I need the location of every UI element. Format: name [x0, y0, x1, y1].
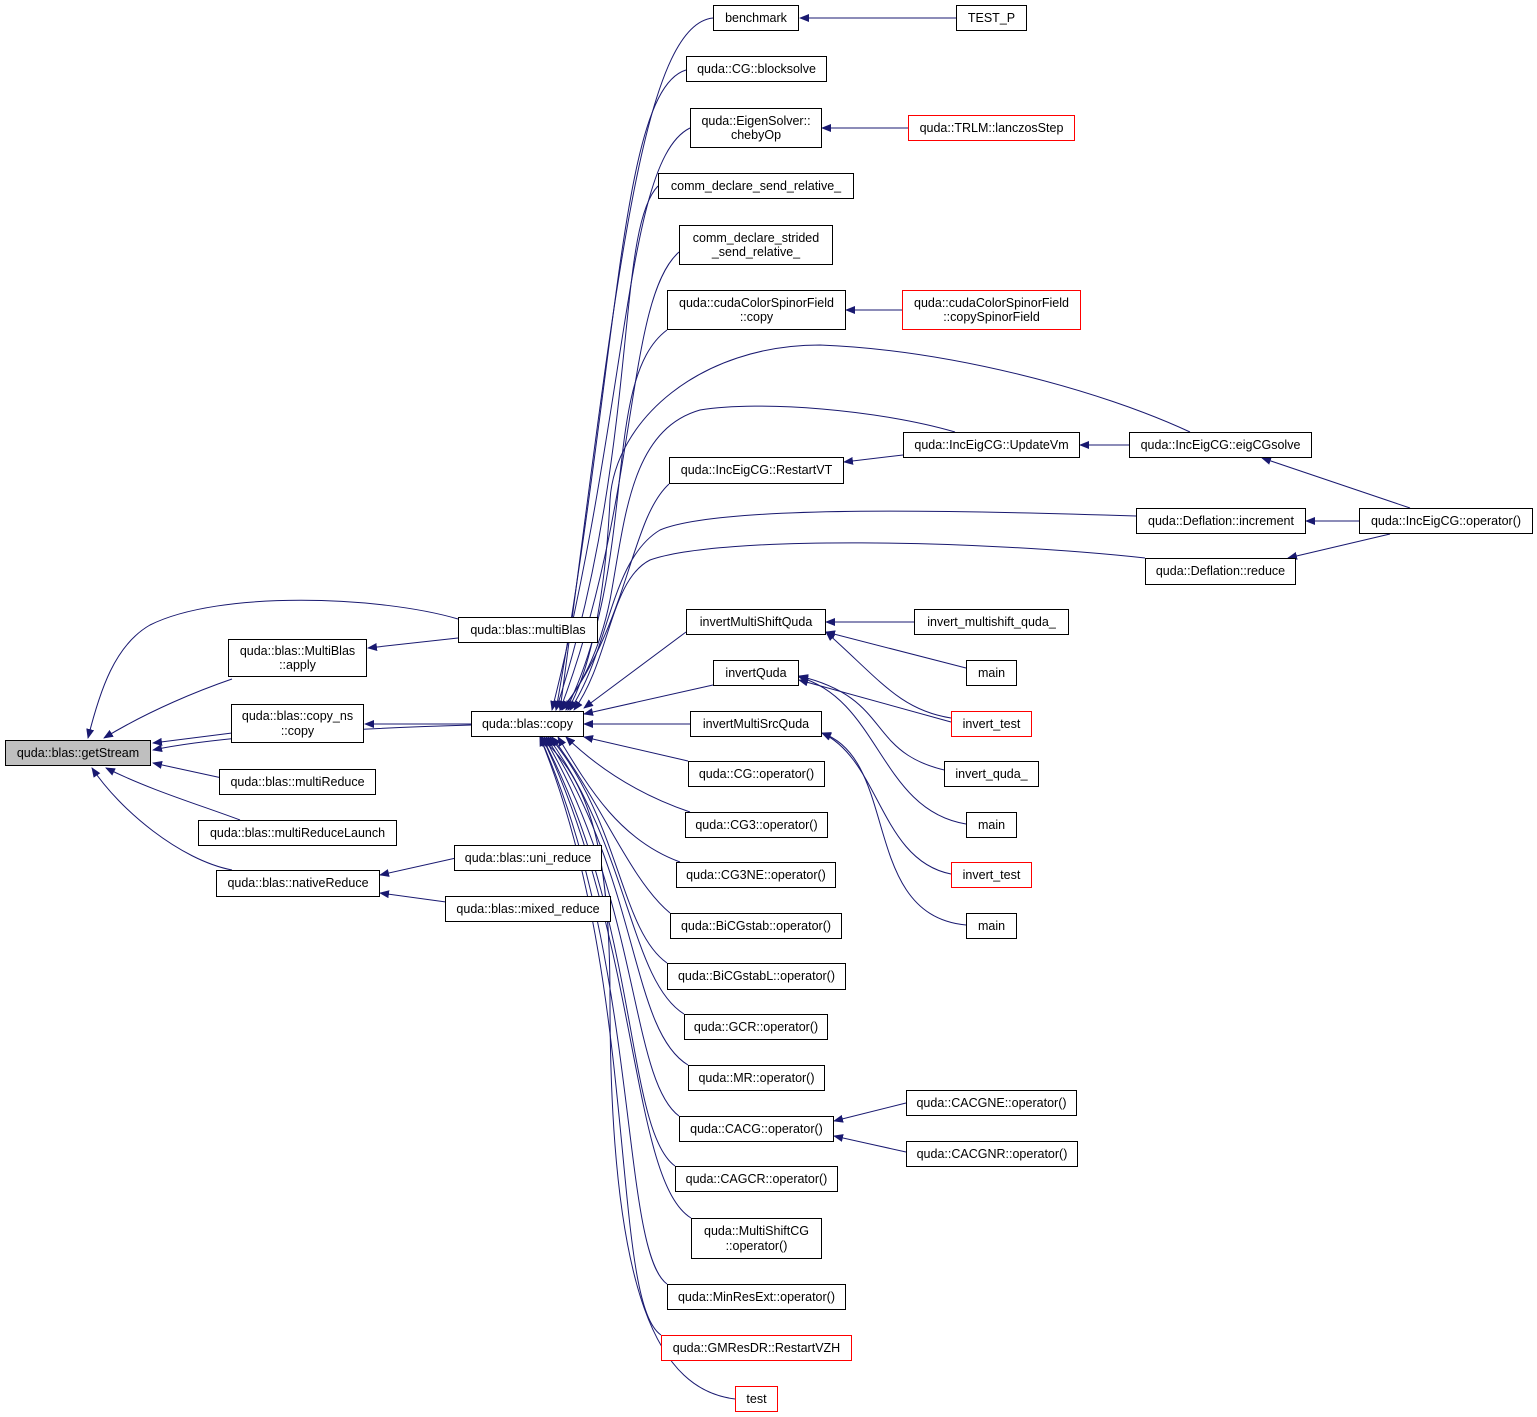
node-quda-blas-getstream: quda::blas::getStream — [5, 740, 151, 766]
edge-cagcrop-blascopy — [541, 736, 676, 1167]
node-quda-inceigcg-restartvt[interactable]: quda::IncEigCG::RestartVT — [669, 457, 844, 484]
node-quda-mr-operator[interactable]: quda::MR::operator() — [688, 1065, 825, 1091]
edge-cacgnrop-cacgop — [833, 1134, 907, 1153]
edge-inceigop-eigcgsolve — [1261, 457, 1411, 509]
edge-multireducelaunch-getstream — [105, 767, 241, 821]
node-quda-eigensolver-chebyop[interactable]: quda::EigenSolver::chebyOp — [690, 108, 822, 148]
edge-nativereduce-getstream — [91, 767, 233, 871]
edge-inverttest2-invertmultisrc — [821, 732, 952, 875]
edge-multiblas-multiblasapply — [367, 637, 459, 651]
node-quda-minresext-operator[interactable]: quda::MinResExt::operator() — [667, 1284, 846, 1310]
edge-invertqudaund-invertquda — [798, 674, 967, 775]
node-invertmultisrcquda[interactable]: invertMultiSrcQuda — [690, 711, 822, 737]
edge-gmresdr-blascopy — [539, 736, 662, 1336]
edge-main1-invertmultishift — [825, 630, 967, 669]
edge-invertmultishift-blascopy — [583, 631, 687, 709]
node-comm-declare-strided-send-relative[interactable]: comm_declare_strided_send_relative_ — [679, 225, 833, 265]
node-quda-bicgstab-operator[interactable]: quda::BiCGstab::operator() — [670, 913, 842, 939]
node-invert-test-2[interactable]: invert_test — [951, 862, 1032, 888]
edge-updatevm-restartvt — [843, 454, 904, 465]
edge-multireduce-getstream — [152, 761, 223, 779]
edge-copyns-getstream — [152, 732, 233, 746]
edge-minresext-blascopy — [539, 736, 668, 1285]
node-quda-cacg-operator[interactable]: quda::CACG::operator() — [679, 1116, 834, 1142]
edge-gcrop-blascopy — [547, 736, 685, 1015]
node-test-p[interactable]: TEST_P — [956, 5, 1027, 31]
node-quda-inceigcg-eigcgsolve[interactable]: quda::IncEigCG::eigCGsolve — [1129, 432, 1312, 458]
node-quda-cacgne-operator[interactable]: quda::CACGNE::operator() — [906, 1090, 1077, 1116]
edge-multiblas-getstream — [86, 599, 459, 739]
node-main-2[interactable]: main — [966, 812, 1017, 838]
node-invert-test-1[interactable]: invert_test — [951, 711, 1032, 737]
edge-benchmark-blascopy — [557, 17, 714, 711]
node-quda-blas-multireducelaunch[interactable]: quda::blas::multiReduceLaunch — [198, 820, 397, 846]
node-quda-blas-multireduce[interactable]: quda::blas::multiReduce — [219, 769, 376, 795]
edge-mrop-blascopy — [545, 736, 689, 1066]
node-quda-cg3-operator[interactable]: quda::CG3::operator() — [685, 812, 828, 838]
node-quda-blas-copy[interactable]: quda::blas::copy — [471, 711, 584, 737]
node-quda-gcr-operator[interactable]: quda::GCR::operator() — [684, 1014, 828, 1040]
node-invertquda[interactable]: invertQuda — [713, 660, 799, 686]
node-main-1[interactable]: main — [966, 660, 1017, 686]
edge-cacgneop-cacgop — [833, 1102, 907, 1123]
node-quda-gmresdr-restartvzh[interactable]: quda::GMResDR::RestartVZH — [661, 1335, 852, 1361]
edge-cgop-blascopy — [583, 735, 689, 762]
node-quda-blas-uni-reduce[interactable]: quda::blas::uni_reduce — [454, 845, 602, 871]
node-main-3[interactable]: main — [966, 913, 1017, 939]
edge-multishiftcg-blascopy — [541, 736, 692, 1219]
edge-deflreduce-blascopy — [573, 542, 1146, 711]
node-quda-cudacolorspinorfield-copy[interactable]: quda::cudaColorSpinorField::copy — [667, 290, 846, 330]
node-quda-cudacolorspinorfield-copyspinorfield[interactable]: quda::cudaColorSpinorField::copySpinorFi… — [902, 290, 1081, 330]
edge-bicgstabop-blascopy — [551, 736, 671, 914]
edge-main2-invertquda — [798, 675, 967, 825]
edge-restartvt-blascopy — [561, 483, 670, 711]
node-quda-blas-multiblas-apply[interactable]: quda::blas::MultiBlas::apply — [228, 639, 367, 677]
node-benchmark[interactable]: benchmark — [713, 5, 799, 31]
node-quda-cg3ne-operator[interactable]: quda::CG3NE::operator() — [676, 862, 836, 888]
node-comm-declare-send-relative[interactable]: comm_declare_send_relative_ — [658, 173, 854, 199]
edge-cudacopy-blascopy — [565, 329, 668, 711]
edge-main3-invertmultisrc — [821, 732, 967, 926]
edge-mixedreduce-nativereduce — [379, 890, 447, 903]
edge-cg3neop-blascopy — [557, 736, 681, 863]
edge-unireduce-nativereduce — [379, 857, 457, 877]
node-quda-blas-multiblas[interactable]: quda::blas::multiBlas — [458, 617, 598, 643]
node-quda-inceigcg-updatevm[interactable]: quda::IncEigCG::UpdateVm — [903, 432, 1080, 458]
edge-inverttest1-invertmultishift — [825, 631, 952, 719]
node-quda-multishiftcg-operator[interactable]: quda::MultiShiftCG::operator() — [691, 1218, 822, 1259]
edge-deflincrement-blascopy — [569, 510, 1137, 711]
edge-invertquda-blascopy — [583, 684, 714, 716]
edge-test-blascopy — [539, 736, 736, 1400]
node-invert-multishift-quda[interactable]: invert_multishift_quda_ — [914, 609, 1069, 635]
edge-cacgop-blascopy — [543, 736, 680, 1117]
edge-inverttest1-invertquda — [798, 678, 952, 723]
node-quda-cacgnr-operator[interactable]: quda::CACGNR::operator() — [906, 1141, 1078, 1167]
node-quda-inceigcg-operator[interactable]: quda::IncEigCG::operator() — [1359, 508, 1533, 534]
edge-multiblasapply-getstream — [103, 678, 233, 739]
node-quda-cagcr-operator[interactable]: quda::CAGCR::operator() — [675, 1166, 838, 1192]
edge-commsendrel-blascopy — [554, 185, 659, 711]
node-test[interactable]: test — [735, 1386, 778, 1412]
node-quda-bicgstabl-operator[interactable]: quda::BiCGstabL::operator() — [667, 963, 846, 990]
node-quda-cg-operator[interactable]: quda::CG::operator() — [688, 761, 825, 787]
node-quda-trlm-lanczosstep[interactable]: quda::TRLM::lanczosStep — [908, 115, 1075, 141]
node-invertmultishiftquda[interactable]: invertMultiShiftQuda — [686, 609, 826, 635]
edge-updatevm-blascopy — [559, 405, 956, 711]
node-quda-blas-copy-ns-copy[interactable]: quda::blas::copy_ns::copy — [231, 704, 364, 743]
node-quda-deflation-increment[interactable]: quda::Deflation::increment — [1136, 508, 1306, 534]
edge-blocksolve-blascopy — [553, 69, 687, 711]
edge-bicgstablop-blascopy — [549, 736, 668, 964]
edge-cg3op-blascopy — [565, 736, 691, 813]
edge-eigcgsolve-blascopy — [567, 344, 1191, 711]
node-quda-deflation-reduce[interactable]: quda::Deflation::reduce — [1145, 558, 1296, 585]
node-quda-blas-nativereduce[interactable]: quda::blas::nativeReduce — [216, 870, 380, 897]
edge-inceigop-deflreduce — [1287, 533, 1391, 560]
edge-chebyop-blascopy — [550, 127, 691, 711]
node-invert-quda[interactable]: invert_quda_ — [944, 761, 1039, 787]
node-quda-blas-mixed-reduce[interactable]: quda::blas::mixed_reduce — [445, 896, 611, 922]
node-quda-cg-blocksolve[interactable]: quda::CG::blocksolve — [686, 56, 827, 82]
